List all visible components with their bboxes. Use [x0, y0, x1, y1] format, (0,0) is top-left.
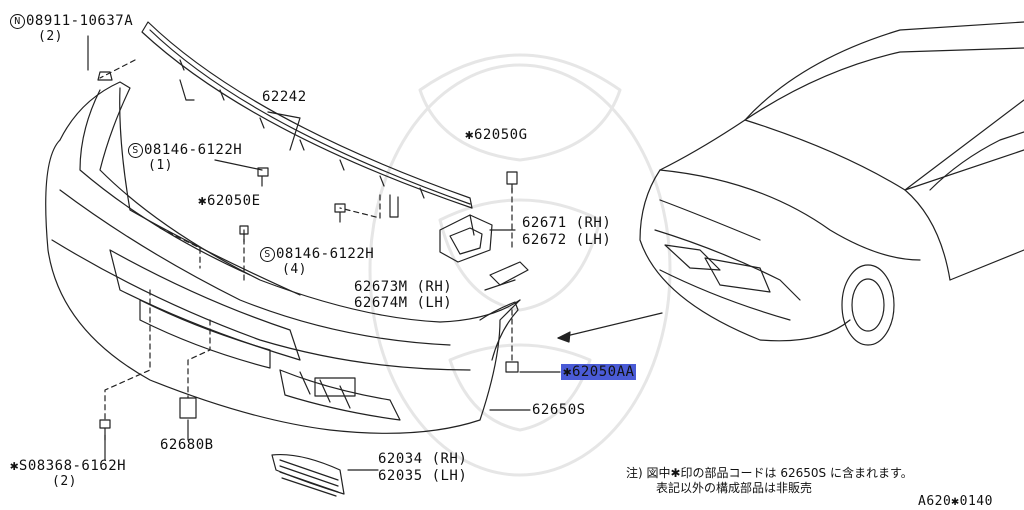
fasteners	[97, 71, 519, 441]
footnote-line-2: 表記以外の構成部品は非販売	[656, 481, 813, 495]
asterisk-icon: ✱	[198, 193, 207, 209]
callout-62242[interactable]: 62242	[262, 90, 307, 105]
part-number: 62035 (LH)	[378, 468, 468, 484]
footnote: 注) 図中✱印の部品コードは 62650S に含まれます。 表記以外の構成部品は…	[626, 466, 913, 496]
diagram-reference-code: A620✱0140	[918, 494, 993, 509]
callout-62034-RH[interactable]: 62034 (RH)	[378, 452, 467, 467]
part-number: 62680B	[160, 437, 214, 453]
part-number: 62050AA	[571, 364, 635, 380]
callout-62671-RH[interactable]: 62671 (RH)	[522, 216, 611, 231]
part-number: 08911-10637A	[26, 13, 134, 29]
asterisk-icon: ✱	[563, 364, 572, 380]
part-number: 62673M (RH)	[354, 279, 453, 295]
bumper-fascia-62650S	[45, 81, 521, 434]
asterisk-icon: ✱	[465, 127, 474, 143]
callout-62680B[interactable]: 62680B	[160, 438, 214, 453]
part-number: 08146-6122H	[144, 142, 243, 158]
part-number: 62050G	[473, 127, 528, 143]
part-quantity: (2)	[38, 29, 63, 44]
watermark-emblem	[368, 53, 672, 477]
asterisk-screw-symbol-icon: ✱S	[10, 458, 28, 474]
upper-retainer-62242	[141, 21, 473, 218]
part-number: 62674M (LH)	[354, 295, 453, 311]
callout-62672-LH[interactable]: 62672 (LH)	[522, 233, 611, 248]
vehicle-overview-sketch	[639, 21, 1024, 346]
part-number: 62034 (RH)	[378, 451, 468, 467]
leader-lines	[99, 59, 513, 421]
callout-62050AA[interactable]: ✱62050AA	[561, 364, 637, 380]
part-quantity: (4)	[282, 262, 307, 277]
part-number: 62650S	[532, 402, 586, 418]
part-quantity: (2)	[52, 474, 77, 489]
part-number: 62050E	[206, 193, 261, 209]
callout-62050G[interactable]: ✱62050G	[465, 128, 528, 143]
bracket-62671-62672	[439, 214, 493, 263]
callout-08368-6162H[interactable]: ✱S08368-6162H (2)	[10, 458, 127, 490]
part-number: 62672 (LH)	[522, 232, 612, 248]
screw-symbol-icon: S	[128, 143, 143, 158]
callout-62673M-RH[interactable]: 62673M (RH)	[354, 280, 452, 295]
nut-symbol-icon: N	[10, 14, 25, 29]
part-number: 08368-6162H	[27, 458, 127, 474]
callout-62035-LH[interactable]: 62035 (LH)	[378, 469, 467, 484]
callout-62050E[interactable]: ✱62050E	[198, 194, 261, 209]
part-number: 62671 (RH)	[522, 215, 612, 231]
grille-62034-62035	[271, 453, 345, 497]
selected-part-highlight: ✱62050AA	[561, 364, 637, 380]
bracket-62673M-62674M	[489, 261, 529, 286]
part-number: 62242	[262, 89, 307, 105]
screw-symbol-icon: S	[260, 247, 275, 262]
part-quantity: (1)	[148, 158, 173, 173]
callout-62650S[interactable]: 62650S	[532, 403, 586, 418]
footnote-line-1: 注) 図中✱印の部品コードは 62650S に含まれます。	[626, 466, 913, 480]
part-number: 08146-6122H	[276, 246, 375, 262]
direction-arrow	[557, 312, 663, 343]
callout-62674M-LH[interactable]: 62674M (LH)	[354, 296, 452, 311]
